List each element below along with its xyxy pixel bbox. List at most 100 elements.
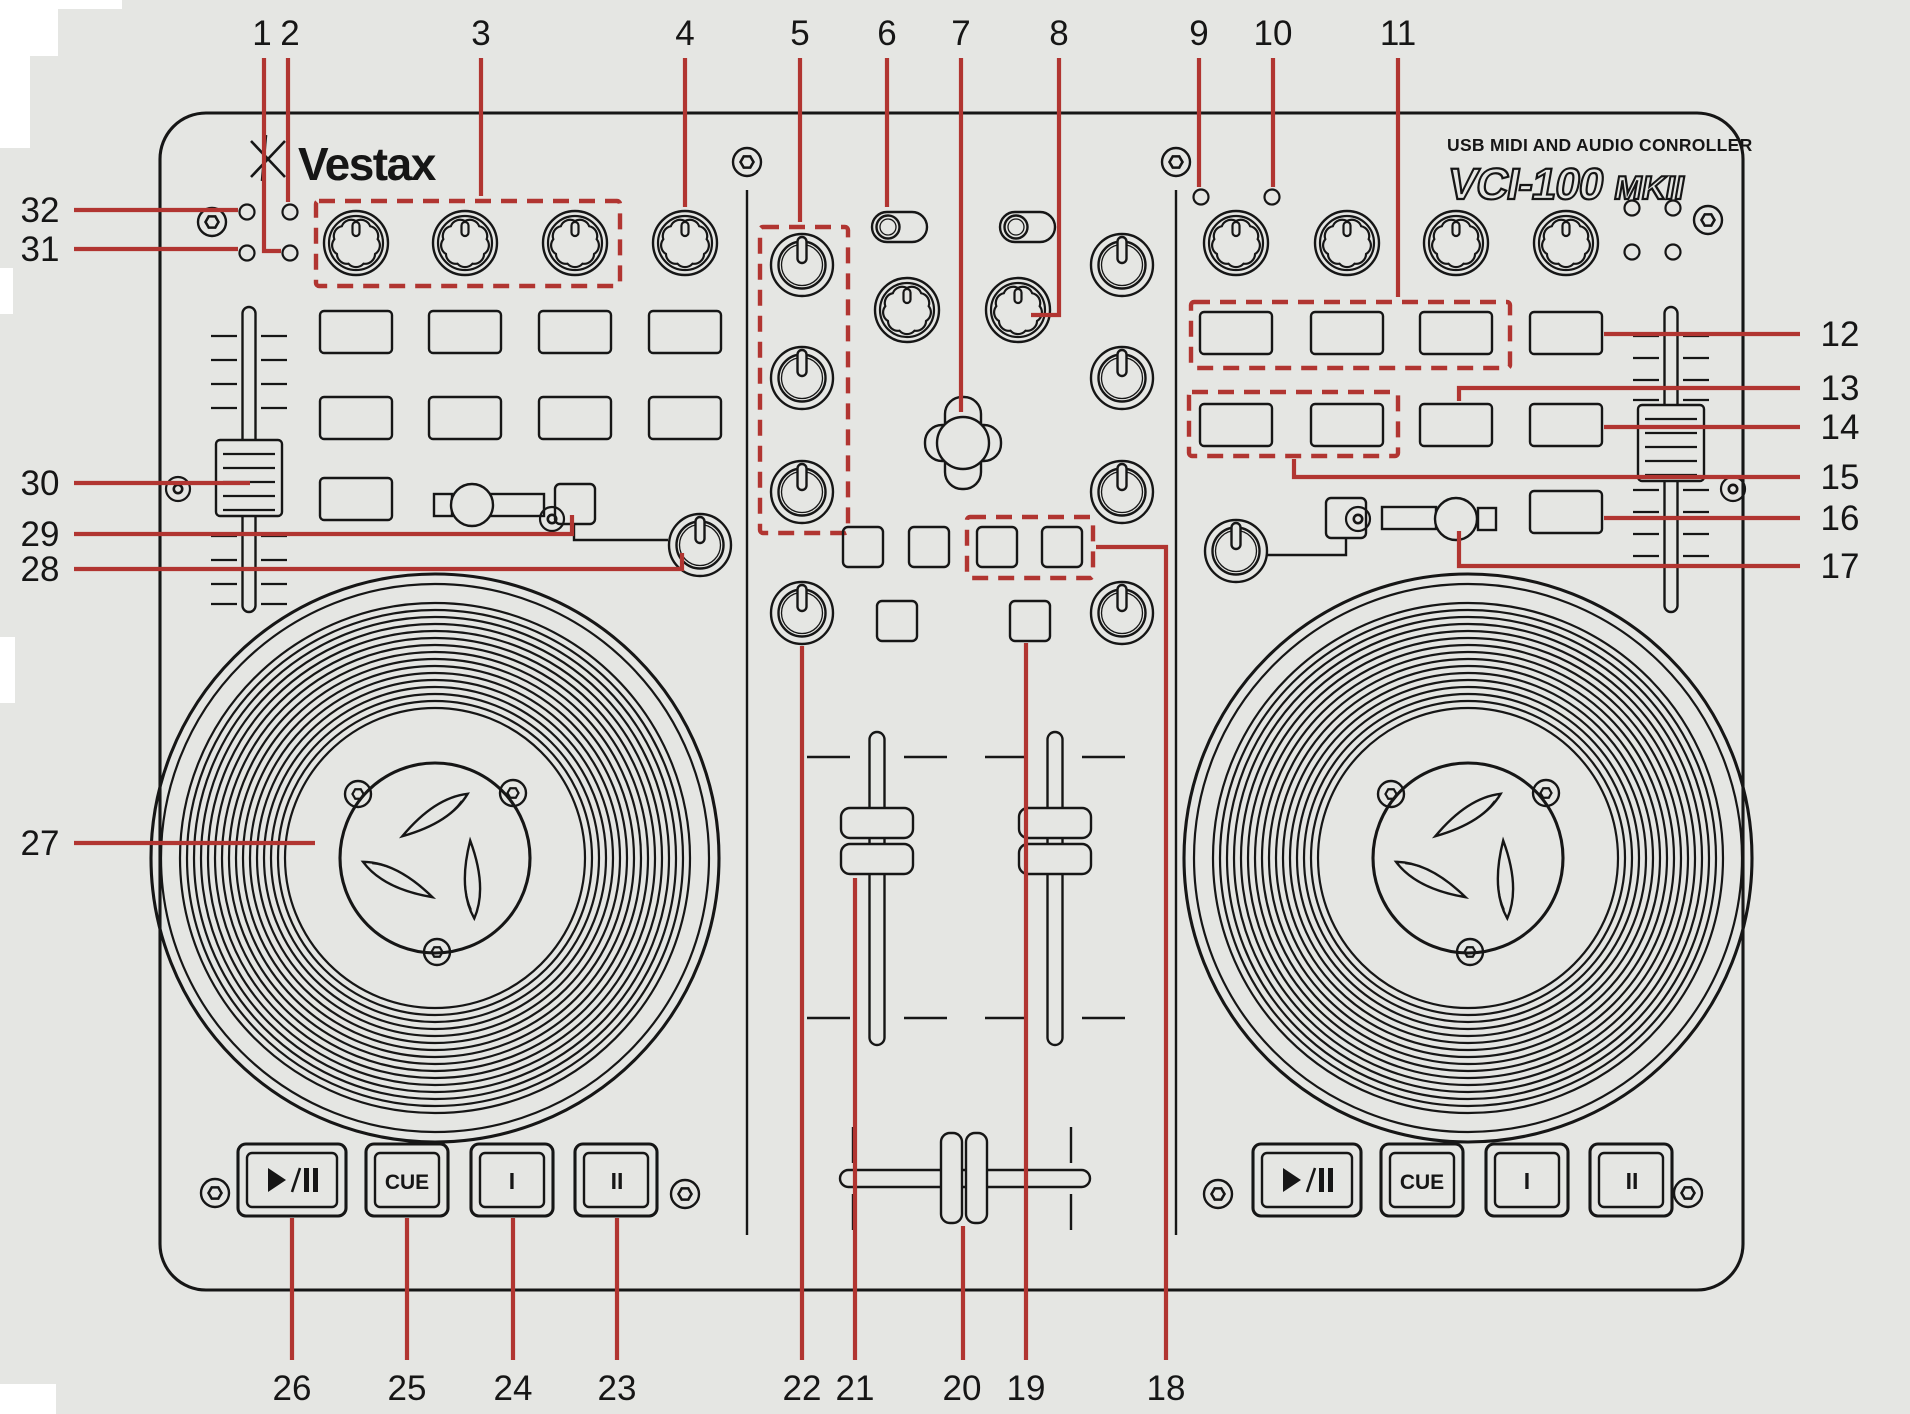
eq-knob-left xyxy=(769,345,835,411)
callout-22-number: 22 xyxy=(783,1369,822,1408)
right-touch-strip xyxy=(1380,496,1498,542)
right-transport: CUE I II xyxy=(1251,1142,1674,1218)
loop-in-label: I xyxy=(1524,1168,1530,1194)
pad-button xyxy=(1528,402,1604,448)
eq-knob-right xyxy=(1089,459,1155,525)
play-pause-button xyxy=(236,1142,348,1218)
mixer-section xyxy=(757,210,1155,1230)
callout-18-line xyxy=(1096,544,1169,1360)
callout-12-number: 12 xyxy=(1821,315,1860,354)
jog-wheel xyxy=(151,574,719,1142)
gain-knob xyxy=(1532,209,1600,277)
control-knob xyxy=(1203,518,1269,584)
vestax-logo: Vestax xyxy=(250,134,438,190)
loop-out-label: II xyxy=(1626,1168,1639,1194)
callout-25-number: 25 xyxy=(388,1369,427,1408)
callout-1-number: 1 xyxy=(252,14,271,53)
play-pause-icon xyxy=(1281,1166,1335,1194)
vestax-logo-mark xyxy=(250,134,286,182)
callout-5-number: 5 xyxy=(790,14,809,53)
callout-8-line xyxy=(1031,58,1062,318)
left-pitch-fader xyxy=(211,305,287,614)
callout-14-number: 14 xyxy=(1821,408,1860,447)
crossfader-handle xyxy=(964,1131,989,1225)
screw-icon xyxy=(1694,206,1722,234)
pad-button xyxy=(537,395,613,441)
callout-32-number: 32 xyxy=(21,191,60,230)
right-deck-led-cluster xyxy=(1623,199,1682,261)
pad-button xyxy=(537,309,613,355)
eq-knob xyxy=(1422,209,1490,277)
cue-label: CUE xyxy=(1400,1171,1444,1194)
small-button xyxy=(907,525,951,569)
callout-8-number: 8 xyxy=(1049,14,1068,53)
screw-icon xyxy=(671,1180,699,1208)
callout-17-number: 17 xyxy=(1821,547,1860,586)
eq-knob-right xyxy=(1089,345,1155,411)
highlight-box-3 xyxy=(313,198,623,289)
pad-button xyxy=(318,395,394,441)
led-indicator xyxy=(1664,243,1682,261)
mixer-knob xyxy=(984,276,1052,344)
gain-knob xyxy=(651,209,719,277)
callout-10-number: 10 xyxy=(1254,14,1293,53)
callout-23-number: 23 xyxy=(598,1369,637,1408)
pitch-fader-handle xyxy=(1636,403,1706,483)
pad-button xyxy=(427,395,503,441)
pitch-fader-handle xyxy=(214,438,284,518)
pad-button xyxy=(647,395,723,441)
callout-29-number: 29 xyxy=(21,515,60,554)
callout-27-number: 27 xyxy=(21,824,60,863)
pad-button xyxy=(1309,402,1385,448)
crossfader xyxy=(838,1127,1092,1230)
highlight-box-11 xyxy=(1188,299,1513,371)
callout-20-number: 20 xyxy=(943,1369,982,1408)
led-indicator xyxy=(238,203,256,221)
callout-3-number: 3 xyxy=(471,14,490,53)
eq-knob xyxy=(541,209,609,277)
left-deck-buttons xyxy=(318,309,723,522)
screw-icon xyxy=(164,475,192,503)
screw-icon xyxy=(1674,1179,1702,1207)
left-deck: CUE I II xyxy=(151,198,733,1218)
callout-6-number: 6 xyxy=(877,14,896,53)
small-button xyxy=(975,525,1019,569)
play-pause-icon xyxy=(266,1166,320,1194)
strip-knob xyxy=(1433,496,1479,542)
left-transport: CUE I II xyxy=(236,1142,659,1218)
highlight-box-18 xyxy=(964,514,1096,581)
led-indicator xyxy=(1623,243,1641,261)
crossfader-handle xyxy=(939,1131,964,1225)
small-button xyxy=(553,482,597,526)
callout-13-number: 13 xyxy=(1821,369,1860,408)
pad-button xyxy=(1418,310,1494,356)
pad-button xyxy=(1198,402,1274,448)
led-indicator xyxy=(1192,188,1210,206)
highlight-box-15 xyxy=(1186,389,1401,459)
right-deck: CUE I II xyxy=(1184,188,1752,1218)
filter-knob-left xyxy=(769,580,835,646)
highlight-box-5 xyxy=(757,224,851,536)
model-branding: USB MIDI AND AUDIO CONROLLER VCI-100 MKI… xyxy=(1443,135,1752,210)
mixer-knob xyxy=(873,276,941,344)
channel-fader-right xyxy=(983,730,1127,1047)
small-button xyxy=(1008,599,1052,643)
eq-knob xyxy=(322,209,390,277)
pad-button xyxy=(647,309,723,355)
small-button xyxy=(841,525,885,569)
model-text: VCI-100 xyxy=(1444,160,1607,209)
eq-knob xyxy=(1313,209,1381,277)
eq-knob xyxy=(431,209,499,277)
screw-icon xyxy=(1204,1180,1232,1208)
right-deck-buttons xyxy=(1198,310,1604,535)
device-panel xyxy=(158,111,1745,1292)
toggle-switch xyxy=(870,210,929,244)
strip-knob xyxy=(449,482,495,528)
callout-28-number: 28 xyxy=(21,550,60,589)
led-indicator xyxy=(281,244,299,262)
screw-icon xyxy=(198,208,226,236)
led-indicator xyxy=(238,244,256,262)
pad-button xyxy=(1309,310,1385,356)
